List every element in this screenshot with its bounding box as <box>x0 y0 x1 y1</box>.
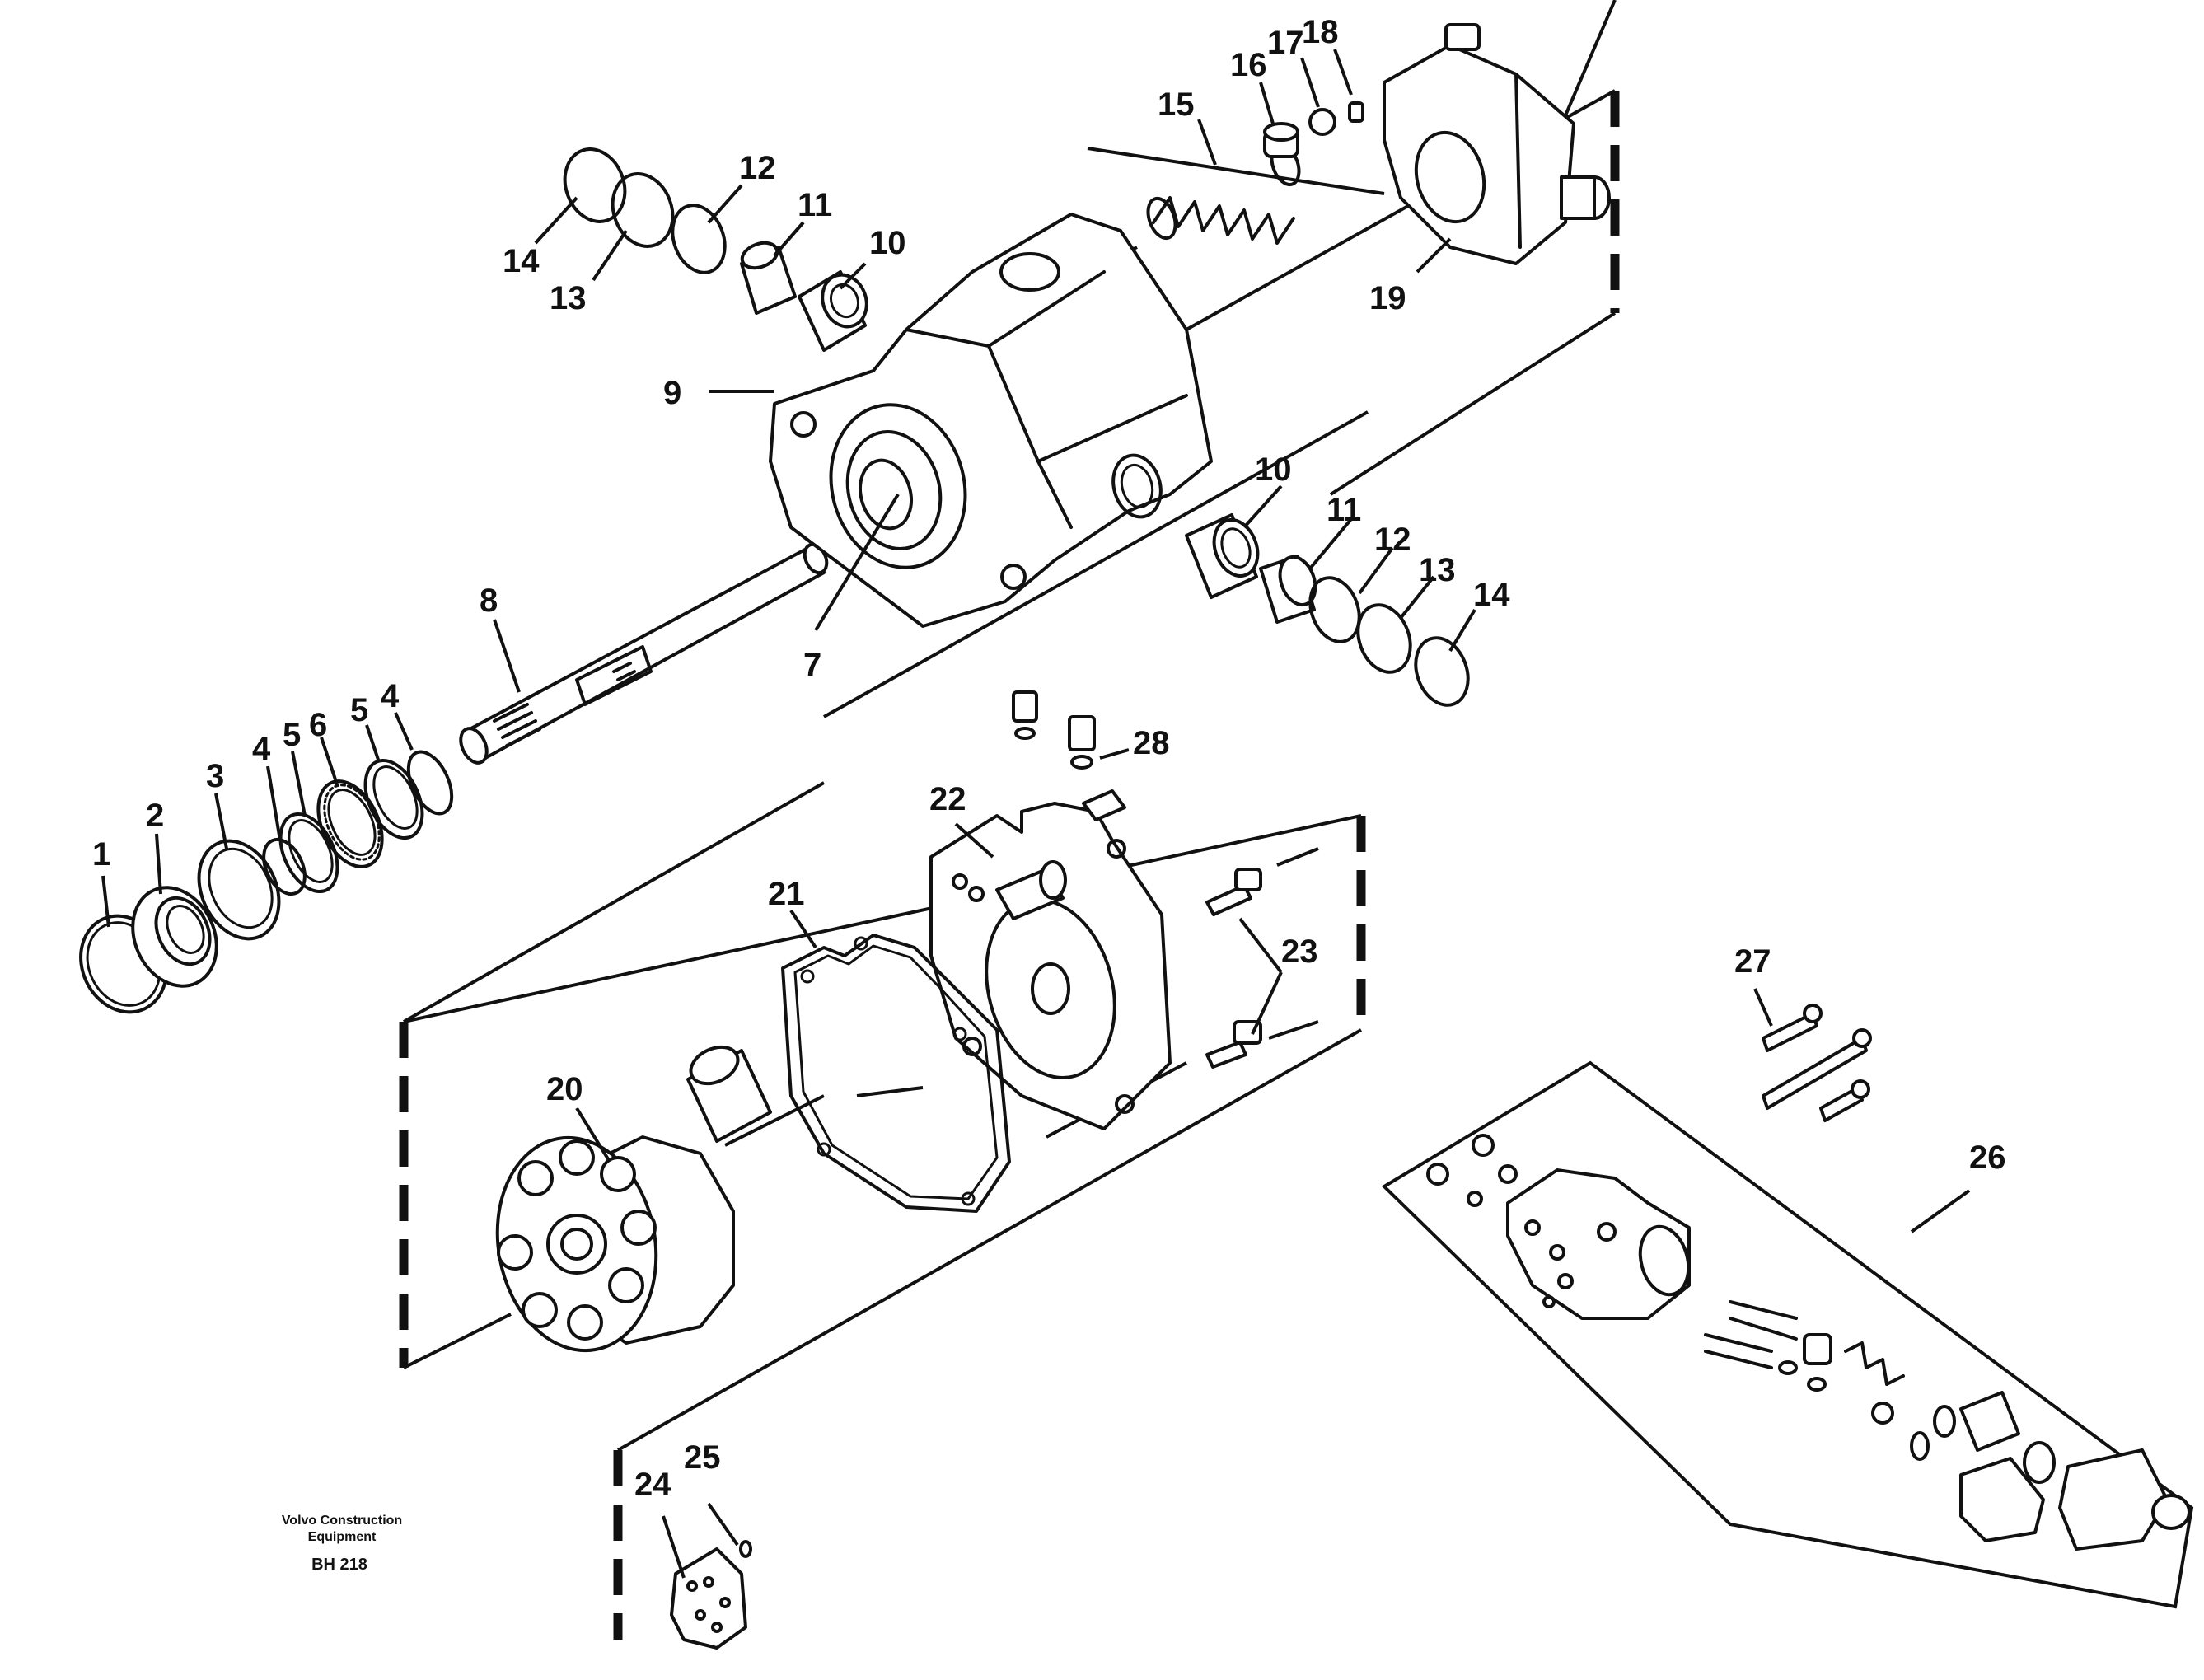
part-number-labels: 1 2 3 4 5 6 5 4 7 8 9 10 11 12 13 14 10 … <box>92 14 2006 1503</box>
label-19: 19 <box>1369 280 1406 316</box>
label-3: 3 <box>206 758 224 794</box>
label-21: 21 <box>768 876 805 912</box>
label-11b: 11 <box>1327 492 1361 528</box>
label-23: 23 <box>1281 934 1318 970</box>
label-16: 16 <box>1230 47 1267 83</box>
label-22: 22 <box>929 781 966 817</box>
footer-figure-code: BH 218 <box>311 1556 367 1574</box>
bolt-27a <box>1762 1004 1823 1052</box>
o-ring-13b <box>1356 603 1412 674</box>
label-leaders <box>101 49 1971 1579</box>
bolt-23a <box>1205 868 1262 916</box>
assembly-frame-26 <box>1381 1060 2194 1609</box>
control-block-19 <box>1383 23 1611 265</box>
footer-caption: Volvo Construction Equipment BH 218 <box>282 1514 402 1574</box>
o-ring-12a <box>671 204 727 274</box>
label-9: 9 <box>663 375 681 411</box>
label-28: 28 <box>1133 725 1170 761</box>
label-7: 7 <box>803 647 821 683</box>
snap-ring-14b <box>1414 636 1470 707</box>
ball-17 <box>1308 108 1336 136</box>
o-ring-13a <box>611 172 675 248</box>
assembly-frame-middle <box>399 816 1366 1640</box>
footer-company-line1: Volvo Construction <box>282 1514 402 1528</box>
label-10a: 10 <box>869 225 906 261</box>
spring-seat-16 <box>1263 122 1299 158</box>
label-12b: 12 <box>1374 522 1411 558</box>
label-5b: 5 <box>350 692 368 728</box>
bearing-10b <box>1185 513 1260 599</box>
bushing-11b <box>1259 555 1317 624</box>
label-14a: 14 <box>503 243 540 279</box>
port-plate-22 <box>929 789 1172 1130</box>
o-ring-12b <box>1308 576 1361 643</box>
bushing-11a <box>740 241 797 315</box>
gasket-21 <box>781 934 1011 1213</box>
label-25: 25 <box>684 1439 721 1476</box>
label-24: 24 <box>634 1467 671 1503</box>
label-15: 15 <box>1158 87 1195 123</box>
assembly-frame-upper <box>1564 0 1620 313</box>
valve-plate-24 <box>670 1547 747 1650</box>
label-8: 8 <box>480 583 498 619</box>
label-4b: 4 <box>381 678 400 714</box>
label-11a: 11 <box>798 187 832 223</box>
valve-small-parts <box>1426 1134 2191 1551</box>
label-14b: 14 <box>1473 577 1510 613</box>
footer-company-line2: Equipment <box>308 1530 377 1544</box>
spring-15 <box>1146 143 1301 245</box>
bolt-27b <box>1762 1028 1872 1110</box>
label-13a: 13 <box>550 280 587 316</box>
label-2: 2 <box>146 798 164 834</box>
thrust-washer-5b <box>363 758 424 840</box>
bearing-10a <box>798 270 868 352</box>
label-12a: 12 <box>739 150 776 186</box>
valve-body <box>1506 1168 1691 1320</box>
bearing-2 <box>131 886 218 988</box>
pin-18 <box>1348 101 1364 123</box>
cylinder-block-20 <box>495 1135 735 1353</box>
shaft-8 <box>459 542 829 765</box>
label-1: 1 <box>92 836 110 873</box>
ring-4a <box>262 837 307 896</box>
label-5a: 5 <box>283 717 301 753</box>
snap-ring-14a <box>563 147 627 223</box>
bolt-27c <box>1819 1079 1870 1122</box>
label-4a: 4 <box>252 731 271 767</box>
label-18: 18 <box>1302 14 1339 50</box>
label-13b: 13 <box>1419 552 1456 588</box>
label-17: 17 <box>1267 25 1304 61</box>
label-6: 6 <box>309 707 327 743</box>
plug-28 <box>1012 690 1096 770</box>
washer-3 <box>197 839 281 941</box>
o-ring-25 <box>739 1540 752 1558</box>
bolt-23b <box>1205 1020 1262 1069</box>
label-20: 20 <box>546 1071 583 1107</box>
ring-4b <box>406 750 454 816</box>
center-pin <box>686 1045 772 1143</box>
label-26: 26 <box>1969 1139 2006 1176</box>
label-10b: 10 <box>1255 452 1292 488</box>
needle-bearing-6 <box>316 779 384 868</box>
label-27: 27 <box>1734 943 1771 980</box>
